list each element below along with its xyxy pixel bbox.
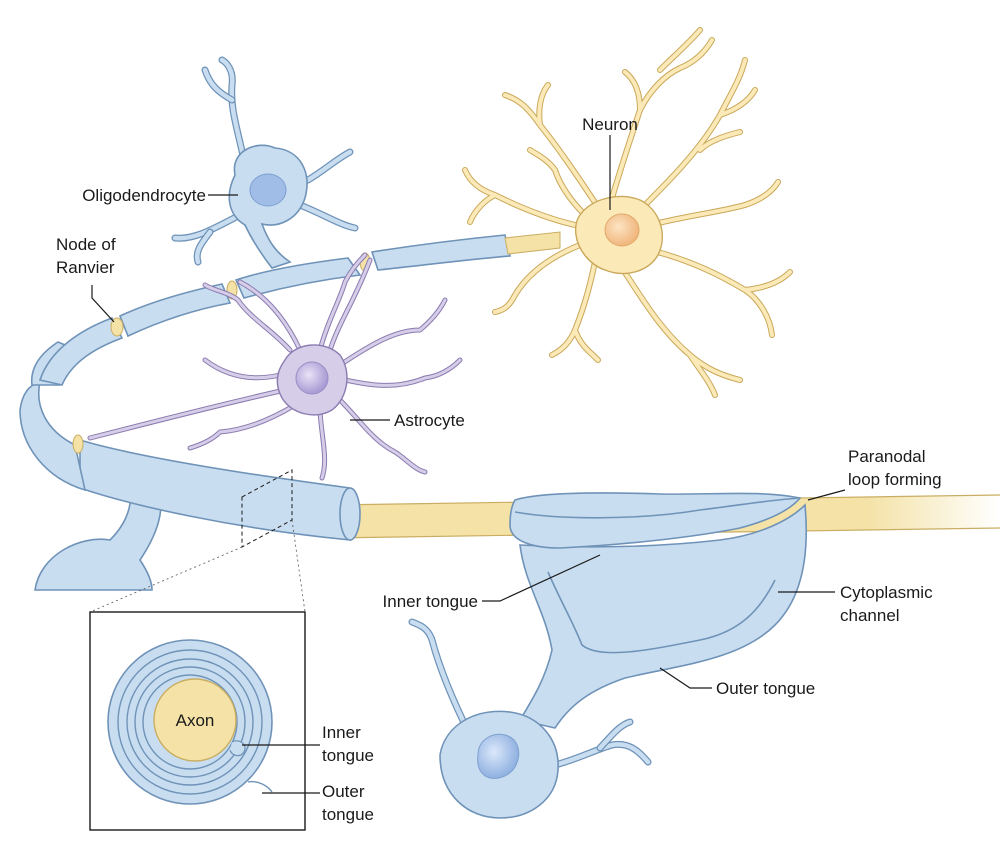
inset-axon-circle (153, 678, 237, 762)
label-node-of-ranvier-line1: Node of (56, 235, 116, 254)
myelin-sheath-curve (19, 231, 561, 541)
label-inset-outer-line1: Outer (322, 782, 365, 801)
inset-cross-section (89, 611, 306, 831)
label-node-of-ranvier-line2: Ranvier (56, 258, 115, 277)
label-paranodal-line1: Paranodal (848, 447, 926, 466)
label-neuron: Neuron (582, 115, 638, 134)
label-inset-inner-line1: Inner (322, 723, 361, 742)
astrocyte (87, 252, 463, 481)
oligodendrocyte-top (171, 56, 359, 269)
oligodendrocyte-bottom (408, 618, 652, 819)
neuron (462, 27, 793, 398)
cross-section-marker (89, 469, 306, 613)
label-cytoplasmic-line2: channel (840, 606, 900, 625)
label-inset-outer-line2: tongue (322, 805, 374, 824)
label-astrocyte: Astrocyte (394, 411, 465, 430)
leader-lines (91, 135, 846, 794)
myelin-sheet-unrolling (509, 492, 808, 729)
label-outer-tongue: Outer tongue (716, 679, 815, 698)
labels: Oligodendrocyte Node of Ranvier Neuron A… (56, 115, 942, 824)
label-inset-inner-line2: tongue (322, 746, 374, 765)
label-inset-axon: Axon (176, 711, 215, 730)
label-inner-tongue: Inner tongue (383, 592, 478, 611)
label-oligodendrocyte: Oligodendrocyte (82, 186, 206, 205)
label-paranodal-line2: loop forming (848, 470, 942, 489)
label-cytoplasmic-line1: Cytoplasmic (840, 583, 933, 602)
